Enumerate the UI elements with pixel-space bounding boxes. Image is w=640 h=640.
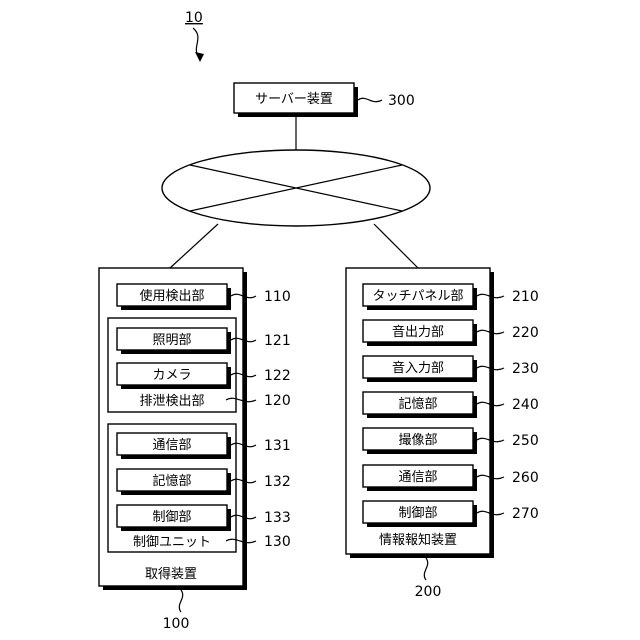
notification-item-ref: 210 [512,289,539,305]
notification-item-label: タッチパネル部 [372,289,463,304]
excretion-detector-ref: 120 [264,393,291,409]
acquisition-ref-leader [179,590,182,612]
lighting-label: 照明部 [152,333,191,348]
notification-item: 通信部 [363,465,477,491]
notification-item-label: 記憶部 [398,396,437,412]
notification-item: 制御部 [363,501,477,527]
notification-item-ref: 250 [512,433,539,449]
camera-label: カメラ [152,368,191,383]
acquisition-title: 取得装置 [145,566,197,582]
notification-item: 音出力部 [363,320,477,346]
server-label: サーバー装置 [255,92,333,107]
notification-item: 音入力部 [363,356,477,382]
notification-ref-leader [424,558,427,580]
control-unit-title: 制御ユニット [133,535,211,550]
figure-ref-label: 10 [185,10,203,26]
notification-item-label: 音入力部 [392,360,444,376]
acq-control-label: 制御部 [152,510,191,525]
notification-title: 情報報知装置 [379,532,457,548]
lighting-ref: 121 [264,333,291,349]
acq-communication-box: 通信部 [117,433,231,459]
camera-ref: 122 [264,368,291,384]
acq-control-ref: 133 [264,510,291,526]
usage-detector-label: 使用検出部 [139,288,204,304]
notification-item: 撮像部 [363,428,477,454]
acq-storage-ref: 132 [264,474,291,490]
acq-control-box: 制御部 [117,505,231,531]
notification-item-label: 音出力部 [392,324,444,340]
lighting-box: 照明部 [117,328,231,354]
acq-storage-box: 記憶部 [117,469,231,495]
network-acquisition-link [170,224,218,268]
notification-item-label: 制御部 [398,506,437,521]
notification-item: 記憶部 [363,392,477,418]
notification-item-ref: 230 [512,361,539,377]
notification-ref: 200 [415,584,442,600]
notification-item-ref: 240 [512,397,539,413]
usage-detector-ref: 110 [264,289,291,305]
notification-item-ref: 270 [512,506,539,522]
acquisition-ref: 100 [163,616,190,632]
acq-storage-label: 記憶部 [152,473,191,489]
notification-item-label: 撮像部 [398,432,437,448]
network-notification-link [374,224,418,268]
acq-communication-ref: 131 [264,438,291,454]
notification-item-label: 通信部 [398,470,437,485]
server-ref: 300 [388,93,415,109]
server-ref-leader [358,98,382,101]
notification-item-ref: 220 [512,325,539,341]
network-icon [162,150,430,226]
usage-detector-box: 使用検出部 [117,284,231,310]
figure-ref-arrowhead [195,52,204,62]
acq-communication-label: 通信部 [152,438,191,453]
camera-box: カメラ [117,363,231,389]
notification-item-ref: 260 [512,470,539,486]
control-unit-ref: 130 [264,534,291,550]
notification-item: タッチパネル部 [363,284,477,310]
excretion-detector-title: 排泄検出部 [139,394,204,409]
server-device: サーバー装置 [234,83,358,117]
